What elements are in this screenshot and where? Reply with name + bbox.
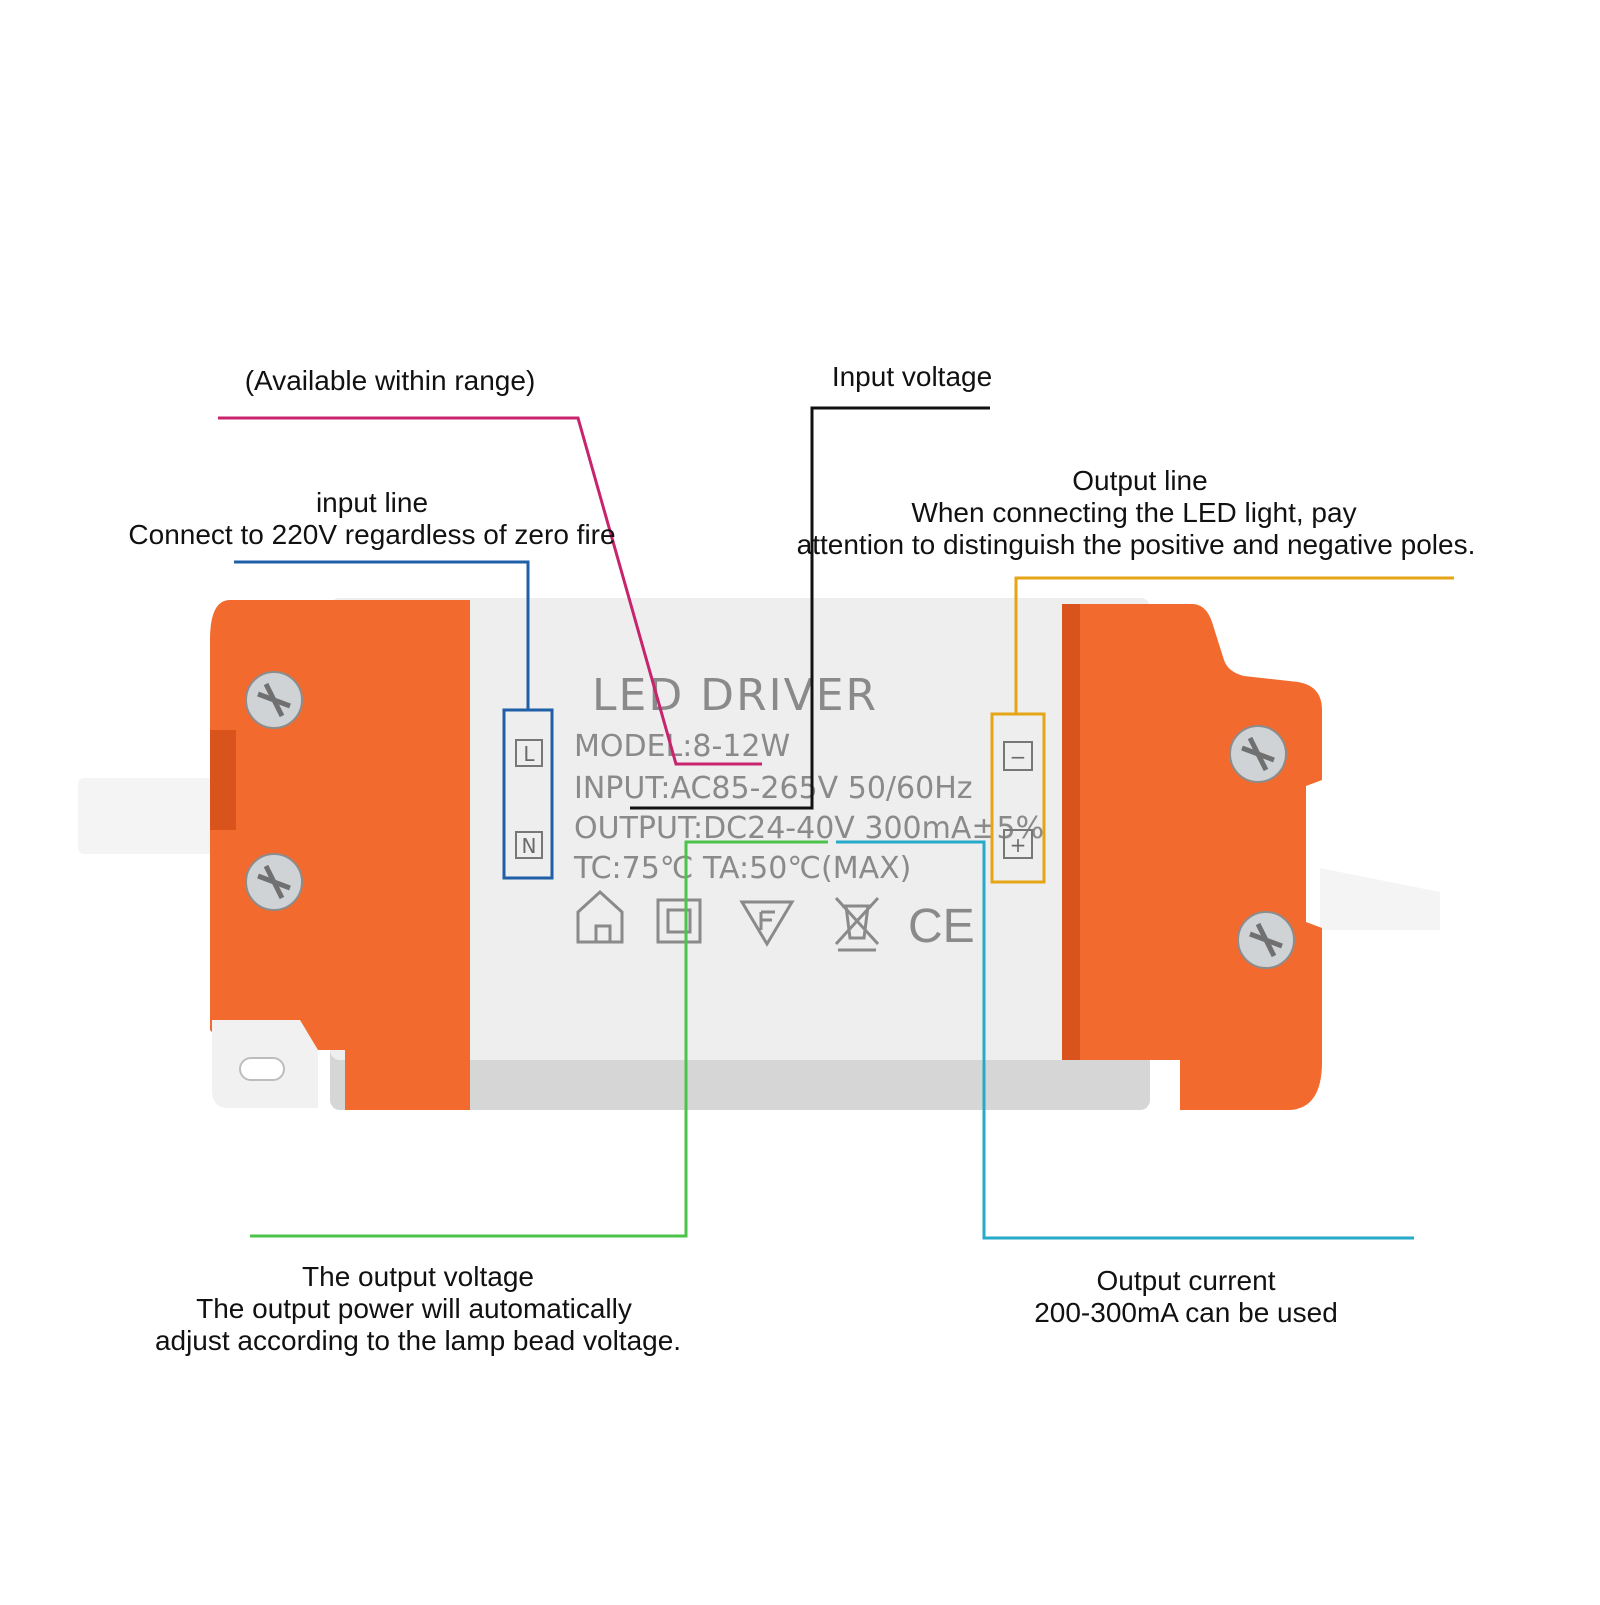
output-current-title: Output current: [1097, 1265, 1276, 1296]
output-current-description: 200-300mA can be used: [1034, 1297, 1338, 1328]
range-leader-line: [218, 416, 762, 766]
screw-icon: [1229, 725, 1287, 783]
model-spec: MODEL:8-12W: [574, 729, 790, 764]
input-spec: INPUT:AC85-265V 50/60Hz: [574, 771, 973, 806]
input-line-description: Connect to 220V regardless of zero fire: [128, 519, 615, 550]
weee-bin-icon: [834, 896, 880, 952]
output-cable-body: [1320, 868, 1440, 930]
output-terminal-bracket: [990, 712, 1046, 884]
output-line-description-1: When connecting the LED light, pay: [911, 497, 1356, 528]
double-insulation-icon: [656, 898, 702, 944]
output-line-title: Output line: [1072, 465, 1207, 496]
input-cable-body: [78, 778, 238, 854]
range-callout: (Available within range): [245, 365, 536, 396]
screw-icon: [245, 853, 303, 911]
output-voltage-description-2: adjust according to the lamp bead voltag…: [155, 1325, 681, 1356]
terminal-plus: +: [1003, 829, 1033, 859]
indoor-use-house-icon: [576, 889, 624, 944]
screw-icon: [245, 671, 303, 729]
input-voltage-callout: Input voltage: [832, 361, 992, 392]
output-spec: OUTPUT:DC24-40V 300mA±5%: [574, 811, 1044, 846]
mounting-hole: [239, 1057, 285, 1081]
output-line-description-2: attention to distinguish the positive an…: [797, 529, 1476, 560]
terminal-n-label: N: [522, 834, 537, 858]
terminal-minus-label: −: [1010, 745, 1027, 769]
input-terminal-bracket: [502, 708, 554, 880]
temperature-spec: TC:75℃ TA:50℃(MAX): [573, 851, 911, 886]
f-mark-icon: [739, 900, 795, 947]
terminal-n: N: [515, 831, 543, 859]
right-cap-edge: [1062, 604, 1080, 1060]
input-line-title: input line: [316, 487, 428, 518]
terminal-l: L: [515, 739, 543, 767]
right-cap-body: [1062, 604, 1322, 1110]
terminal-plus-label: +: [1010, 833, 1027, 857]
left-terminal-cap: [210, 600, 470, 1110]
terminal-l-label: L: [523, 742, 535, 766]
right-terminal-cap: [1062, 604, 1322, 1110]
input-voltage-leader-line: [630, 406, 990, 810]
output-voltage-title: The output voltage: [302, 1261, 534, 1292]
screw-icon: [1237, 911, 1295, 969]
output-voltage-leader-line: [250, 840, 828, 1238]
left-cap-notch: [210, 730, 236, 830]
ce-mark-text: CE: [908, 900, 975, 953]
output-cable: [1320, 868, 1440, 930]
output-current-leader-line: [836, 840, 1414, 1240]
output-voltage-description-1: The output power will automatically: [196, 1293, 632, 1324]
input-line-leader-line: [234, 560, 530, 710]
device-title: LED DRIVER: [592, 670, 878, 721]
led-driver-device: LED DRIVER MODEL:8-12W INPUT:AC85-265V 5…: [210, 598, 1322, 1110]
terminal-minus: −: [1003, 741, 1033, 771]
device-body: [330, 598, 1150, 1060]
output-line-leader-line: [1014, 576, 1454, 714]
ce-mark-icon: CE: [908, 900, 975, 953]
input-cable: [78, 778, 238, 854]
